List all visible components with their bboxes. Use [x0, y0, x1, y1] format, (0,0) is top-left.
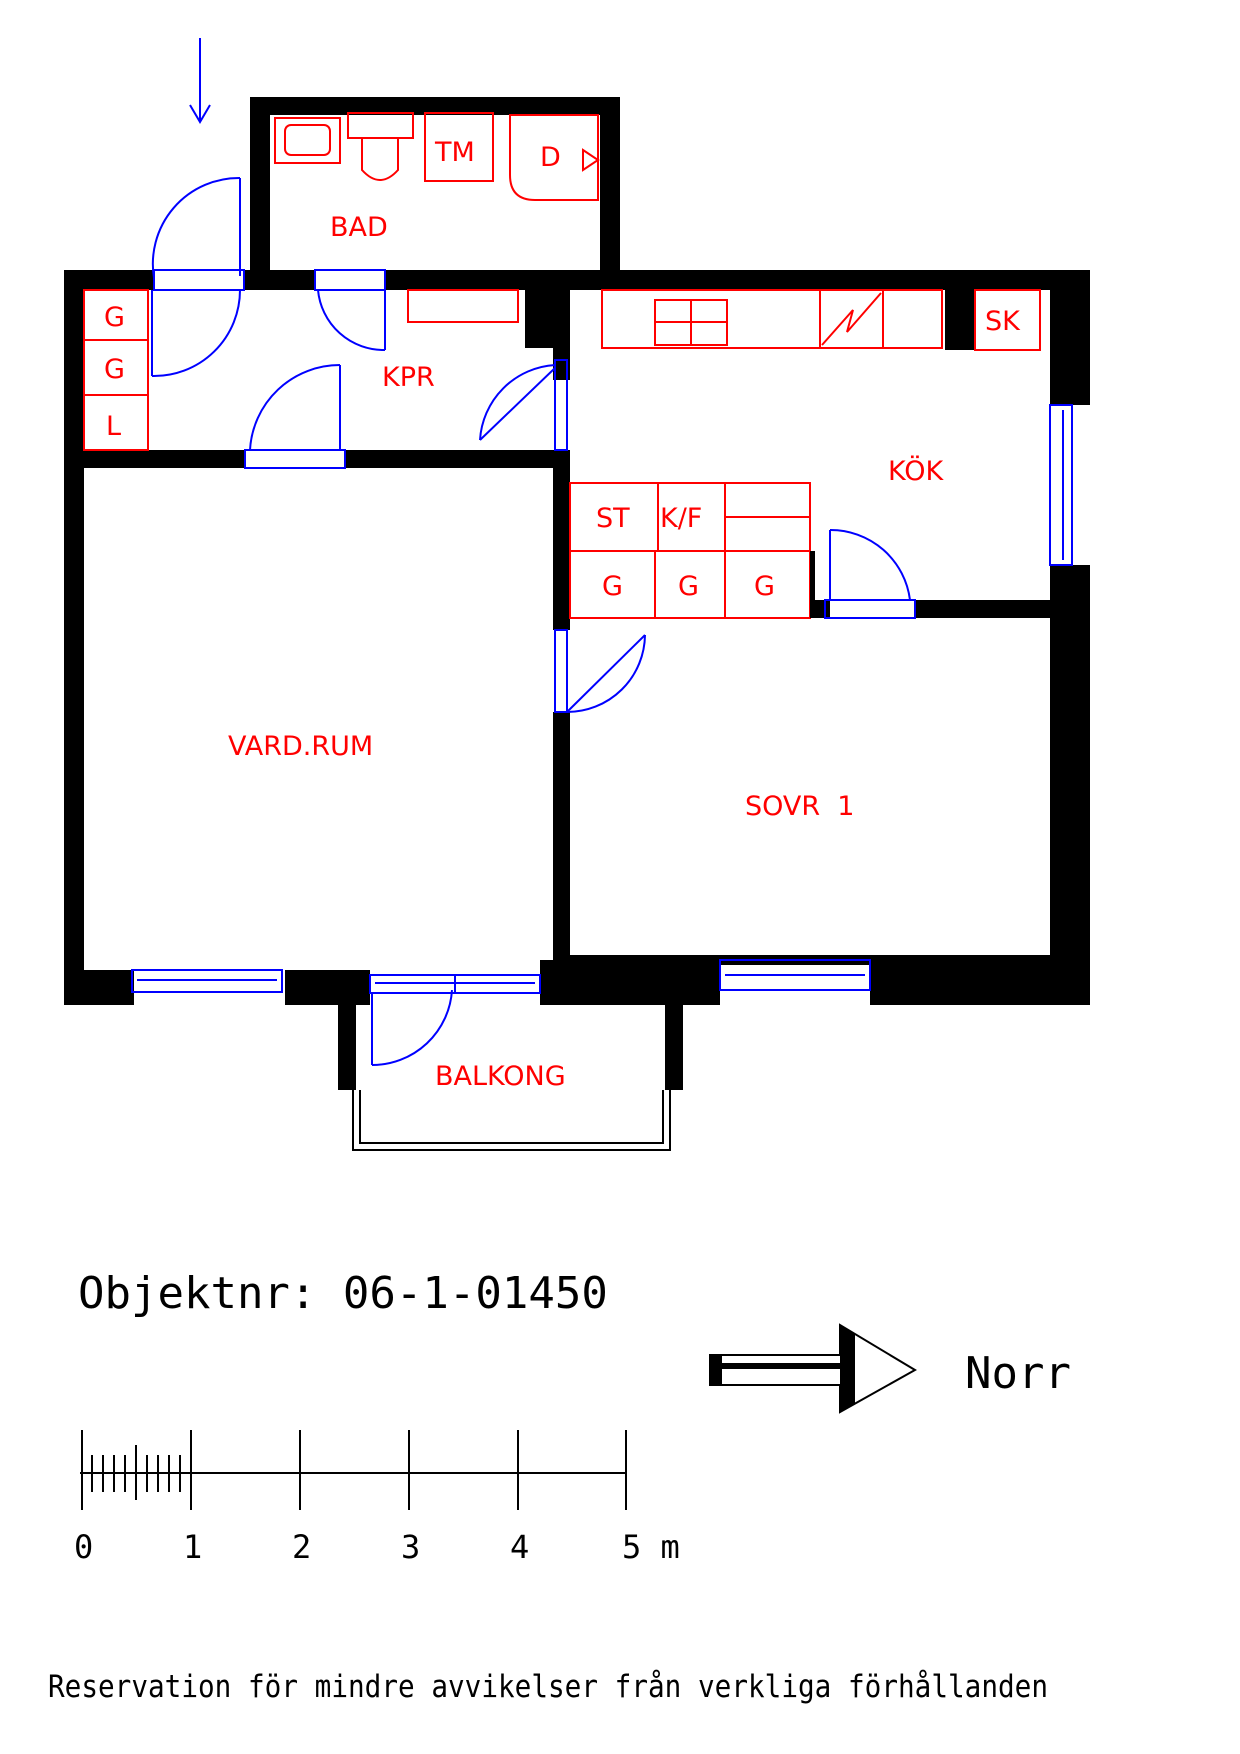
- scale-tick-label: 4: [510, 1528, 529, 1566]
- scale-tick-label: 2: [292, 1528, 311, 1566]
- windows: [131, 404, 1073, 994]
- north-arrow-icon: [709, 1323, 917, 1414]
- room-label-kpr: KPR: [382, 362, 435, 393]
- room-label-sovr: SOVR 1: [745, 791, 855, 822]
- room-label-kok: KÖK: [888, 455, 944, 487]
- doors: [151, 38, 916, 1067]
- fixture-label-l: L: [106, 411, 121, 442]
- balcony-railing: [352, 1090, 671, 1151]
- fixture-label-g: G: [754, 571, 775, 602]
- scale-tick-label: 1: [183, 1528, 202, 1566]
- scale-tick-label: 3: [401, 1528, 420, 1566]
- room-label-bad: BAD: [330, 212, 388, 243]
- fixture-label-g: G: [104, 302, 125, 333]
- fixture-label-st: ST: [596, 503, 630, 534]
- disclaimer: Reservation för mindre avvikelser från v…: [48, 1669, 1048, 1705]
- north-label: Norr: [965, 1348, 1071, 1399]
- fixture-label-d: D: [540, 142, 561, 173]
- object-number: Objektnr: 06-1-01450: [78, 1268, 608, 1319]
- fixture-label-g: G: [678, 571, 699, 602]
- scale-tick-label: 0: [74, 1528, 93, 1566]
- fixture-label-g: G: [104, 354, 125, 385]
- fixture-label-tm: TM: [434, 137, 475, 168]
- walls: [64, 97, 1090, 1090]
- fixtures: [83, 112, 1041, 619]
- fixture-label-g: G: [602, 571, 623, 602]
- scale-tick-label: 5 m: [622, 1528, 680, 1566]
- fixture-label-kf: K/F: [660, 503, 702, 534]
- room-label-balkong: BALKONG: [435, 1061, 566, 1092]
- room-label-vardrum: VARD.RUM: [228, 731, 373, 762]
- fixture-label-sk: SK: [985, 306, 1021, 337]
- scale-bar: [80, 1430, 627, 1510]
- counter-shadow: [810, 551, 815, 618]
